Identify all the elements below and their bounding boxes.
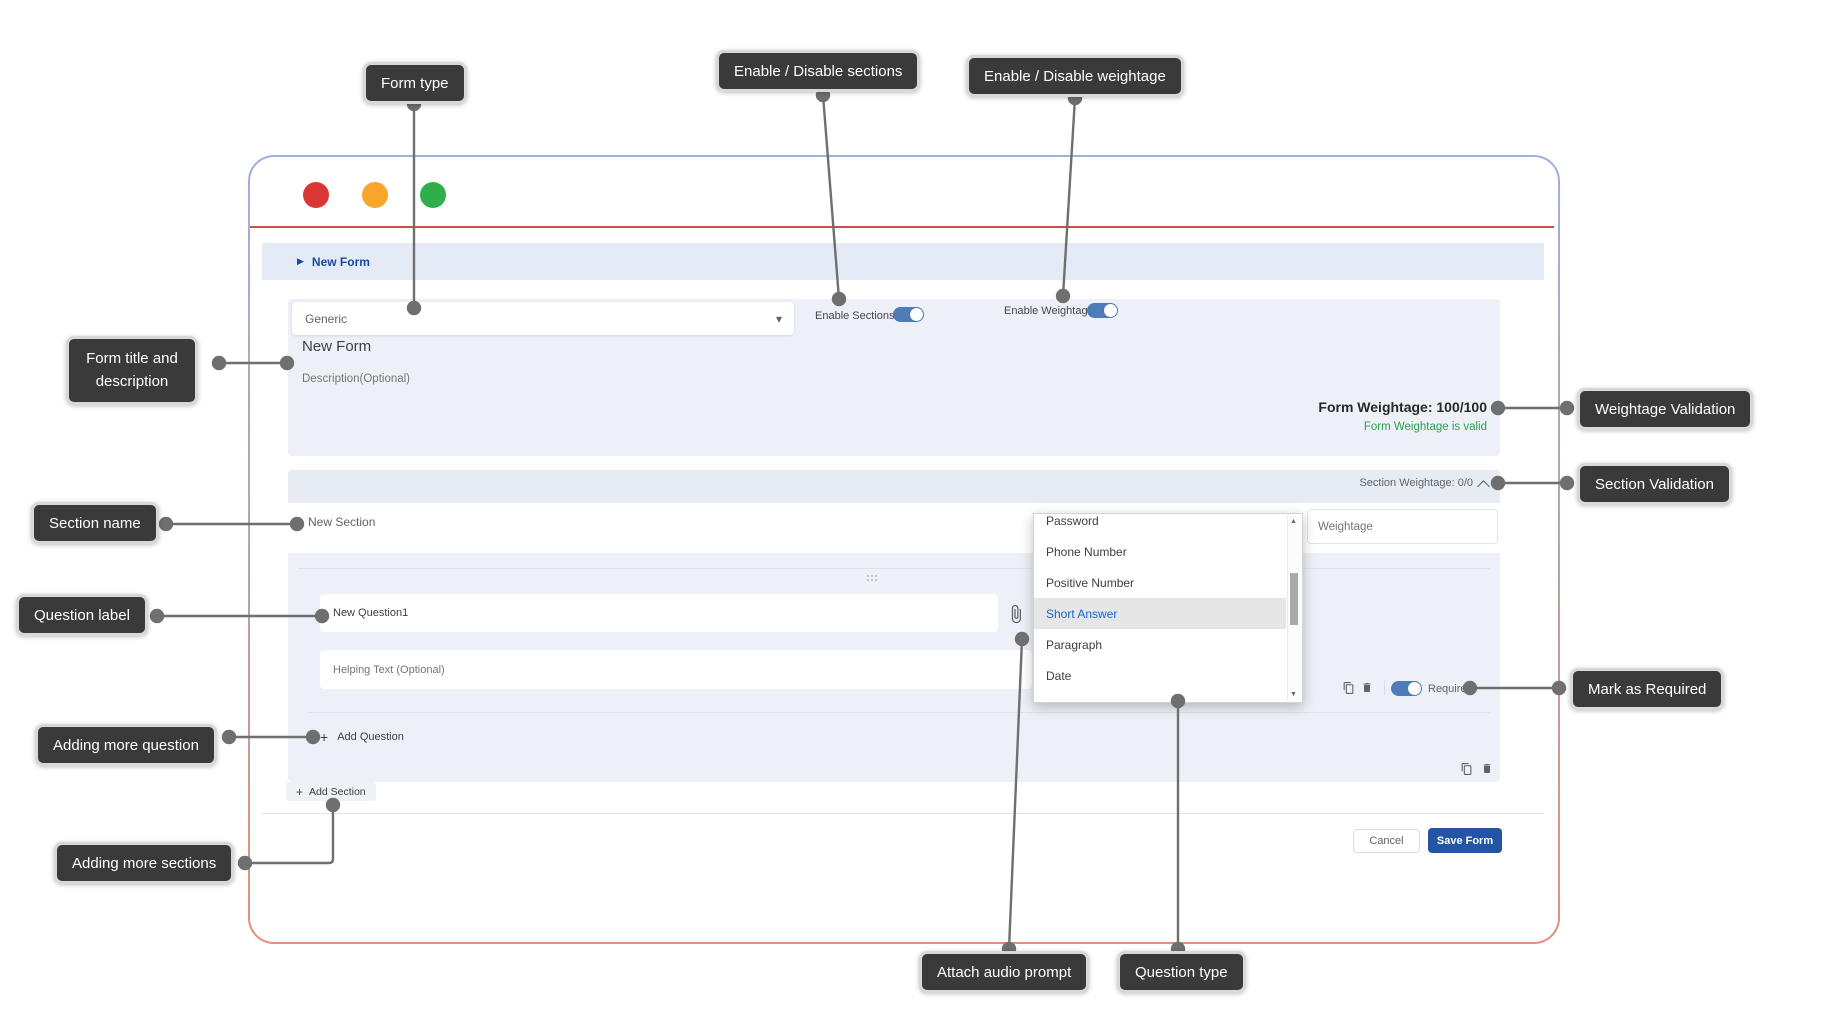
enable-weightage-toggle[interactable] bbox=[1087, 303, 1118, 318]
footer-divider bbox=[262, 813, 1544, 814]
section-header bbox=[288, 470, 1500, 503]
callout-attach-audio: Attach audio prompt bbox=[919, 951, 1090, 993]
toggle-knob bbox=[1104, 304, 1117, 317]
delete-section-icon[interactable] bbox=[1481, 761, 1493, 776]
copy-section-icon[interactable] bbox=[1460, 762, 1473, 776]
section-weightage-summary: Section Weightage: 0/0 bbox=[1359, 477, 1473, 489]
traffic-light-green-icon[interactable] bbox=[420, 182, 446, 208]
enable-weightage-label: Enable Weightage bbox=[1004, 305, 1094, 317]
question-type-option[interactable]: Time bbox=[1034, 691, 1286, 703]
form-type-select[interactable]: Generic ▾ bbox=[292, 302, 794, 335]
section-name-input[interactable] bbox=[306, 514, 870, 530]
callout-weightage-validation: Weightage Validation bbox=[1577, 388, 1754, 430]
required-label: Required bbox=[1428, 683, 1473, 695]
traffic-light-yellow-icon[interactable] bbox=[362, 182, 388, 208]
add-section-label: Add Section bbox=[309, 785, 366, 798]
question-type-option[interactable]: Phone Number bbox=[1046, 544, 1127, 559]
save-form-button[interactable]: Save Form bbox=[1428, 828, 1502, 853]
helping-text-input[interactable] bbox=[320, 650, 1032, 689]
enable-sections-toggle[interactable] bbox=[893, 307, 924, 322]
question-type-dropdown: Password Phone Number Positive Number Sh… bbox=[1033, 513, 1303, 703]
form-title-input[interactable] bbox=[300, 337, 724, 356]
question-type-option[interactable]: Paragraph bbox=[1046, 637, 1103, 652]
toggle-knob bbox=[1408, 682, 1421, 695]
toggle-knob bbox=[910, 308, 923, 321]
plus-icon: + bbox=[320, 729, 329, 745]
add-question-button[interactable]: + Add Question bbox=[320, 729, 404, 745]
question-label-input[interactable] bbox=[320, 594, 998, 632]
delete-question-icon[interactable] bbox=[1361, 680, 1373, 695]
dropdown-scrollbar[interactable]: ▲ ▼ bbox=[1287, 515, 1301, 701]
plus-icon: + bbox=[296, 784, 304, 799]
callout-question-type: Question type bbox=[1117, 951, 1246, 993]
breadcrumb-arrow-icon: ▶ bbox=[297, 256, 304, 266]
callout-enable-sections: Enable / Disable sections bbox=[716, 50, 921, 92]
attach-audio-icon[interactable] bbox=[1006, 601, 1026, 627]
question-bottom-border bbox=[308, 712, 1490, 713]
enable-sections-label: Enable Sections bbox=[815, 310, 895, 322]
add-question-label: Add Question bbox=[337, 731, 404, 743]
question-type-option[interactable]: Date bbox=[1046, 668, 1072, 683]
icon-divider bbox=[1384, 680, 1385, 695]
add-section-button[interactable]: + Add Section bbox=[286, 782, 376, 801]
callout-adding-question: Adding more question bbox=[35, 724, 217, 766]
cancel-button[interactable]: Cancel bbox=[1353, 829, 1420, 853]
breadcrumb[interactable]: ▶ New Form bbox=[262, 243, 1544, 280]
scrollbar-thumb[interactable] bbox=[1290, 573, 1298, 625]
callout-form-title: Form title and description bbox=[66, 336, 198, 405]
breadcrumb-label: New Form bbox=[311, 254, 370, 269]
callout-form-type: Form type bbox=[363, 62, 467, 104]
chevron-down-icon: ▾ bbox=[775, 311, 782, 326]
callout-adding-sections: Adding more sections bbox=[54, 842, 235, 884]
required-toggle[interactable] bbox=[1391, 681, 1422, 696]
scroll-up-icon[interactable]: ▲ bbox=[1290, 518, 1297, 525]
callout-mark-required: Mark as Required bbox=[1570, 668, 1725, 710]
callout-enable-weightage: Enable / Disable weightage bbox=[966, 55, 1184, 97]
callout-section-validation: Section Validation bbox=[1577, 463, 1732, 505]
form-weightage-status: Form Weightage is valid bbox=[1363, 421, 1487, 433]
callout-section-name: Section name bbox=[31, 502, 159, 544]
question-type-option[interactable]: Password bbox=[1046, 513, 1099, 528]
question-type-option[interactable]: Positive Number bbox=[1046, 575, 1135, 590]
window-header-divider bbox=[250, 226, 1554, 228]
question-type-option-selected[interactable]: Short Answer bbox=[1034, 598, 1286, 629]
form-description-input[interactable] bbox=[300, 372, 724, 386]
callout-question-label: Question label bbox=[16, 594, 148, 636]
section-divider bbox=[298, 568, 1490, 569]
copy-question-icon[interactable] bbox=[1342, 681, 1355, 695]
drag-handle[interactable] bbox=[867, 575, 877, 581]
section-weightage-input[interactable] bbox=[1307, 509, 1498, 544]
form-type-value: Generic bbox=[305, 311, 348, 326]
form-weightage-summary: Form Weightage: 100/100 bbox=[1318, 399, 1487, 415]
traffic-light-red-icon[interactable] bbox=[303, 182, 329, 208]
scroll-down-icon[interactable]: ▼ bbox=[1290, 691, 1297, 698]
